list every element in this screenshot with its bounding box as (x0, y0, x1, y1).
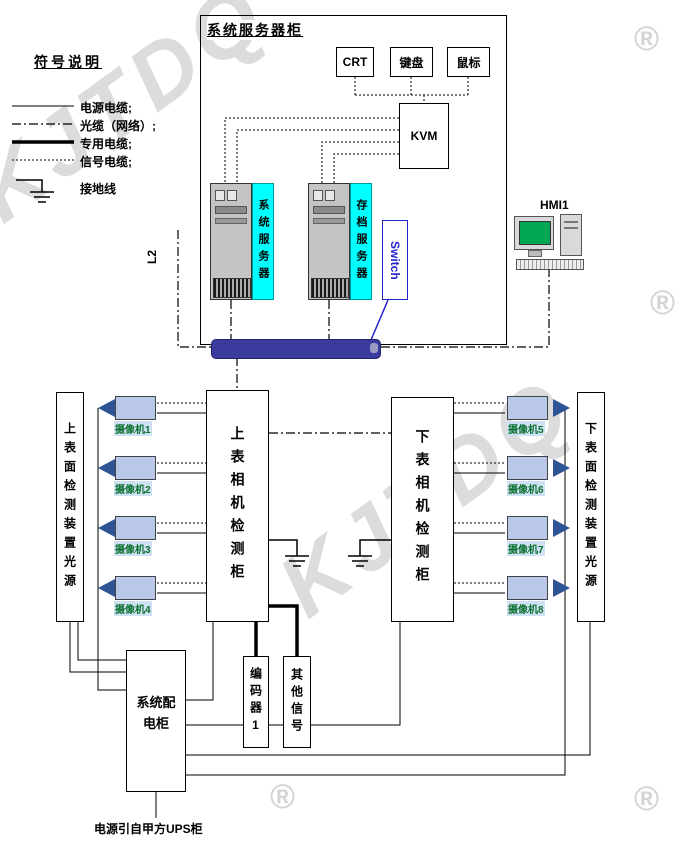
camera-4: 摄像机4 (98, 576, 162, 616)
camera-lens-icon (553, 399, 570, 417)
server-slot (215, 206, 247, 214)
lower-light-source-box: 下表面检测装置光源 (577, 392, 605, 622)
crt-box: CRT (336, 47, 374, 77)
drive-bay-icon (325, 190, 335, 201)
server-slot (215, 218, 247, 224)
registered-mark-icon: ® (270, 778, 296, 816)
upper-light-source-label: 上表面检测装置光源 (62, 421, 77, 593)
kvm-box: KVM (399, 103, 449, 169)
monitor-stand-icon (528, 250, 542, 257)
camera-1: 摄像机1 (98, 396, 162, 436)
camera-label: 摄像机3 (114, 541, 152, 556)
lower-camera-cabinet-label: 下表相机检测柜 (414, 429, 431, 590)
camera-label: 摄像机4 (114, 601, 152, 616)
keyboard-box: 键盘 (390, 47, 433, 77)
server-vent (213, 278, 251, 298)
tower-slot-icon (564, 227, 578, 229)
camera-2: 摄像机2 (98, 456, 162, 496)
camera-body-icon (115, 576, 156, 600)
registered-mark-icon: ® (634, 780, 660, 818)
camera-body-icon (507, 576, 548, 600)
camera-lens-icon (553, 519, 570, 537)
crt-label: CRT (342, 55, 368, 69)
switch-label: Switch (388, 240, 402, 280)
system-server-label: 系统服务器 (257, 199, 269, 284)
camera-7: 摄像机7 (505, 516, 570, 556)
kvm-label: KVM (410, 129, 438, 143)
lower-camera-cabinet-box: 下表相机检测柜 (391, 397, 454, 622)
registered-mark-icon: ® (634, 20, 660, 58)
camera-body-icon (507, 396, 548, 420)
camera-label: 摄像机5 (507, 421, 545, 436)
camera-5: 摄像机5 (505, 396, 570, 436)
encoder-box: 编码器1 (243, 656, 269, 748)
camera-lens-icon (98, 459, 115, 477)
camera-3: 摄像机3 (98, 516, 162, 556)
system-server: 系统服务器 (210, 183, 274, 300)
legend-item-dedicated: 专用电缆; (80, 137, 132, 151)
keyboard-label: 键盘 (399, 55, 424, 70)
encoder-label: 编码器1 (248, 667, 263, 737)
camera-label: 摄像机8 (507, 601, 545, 616)
hmi-workstation-icon (514, 212, 588, 270)
camera-label: 摄像机1 (114, 421, 152, 436)
server-slot (313, 218, 345, 224)
ups-source-note: 电源引自甲方UPS柜 (94, 822, 203, 836)
lower-light-source-label: 下表面检测装置光源 (583, 421, 598, 593)
upper-light-source-box: 上表面检测装置光源 (56, 392, 84, 622)
drive-bay-icon (215, 190, 225, 201)
upper-camera-cabinet-box: 上表相机检测柜 (206, 390, 269, 622)
network-switch-bar (211, 339, 381, 359)
upper-camera-cabinet-label: 上表相机检测柜 (229, 425, 246, 587)
pc-tower-icon (560, 214, 582, 256)
legend-item-ground: 接地线 (80, 182, 117, 196)
camera-body-icon (115, 396, 156, 420)
server-cabinet-title: 系统服务器柜 (207, 20, 303, 40)
drive-bay-icon (227, 190, 237, 201)
registered-mark-icon: ® (650, 284, 676, 322)
legend-item-signal: 信号电缆; (80, 155, 132, 169)
camera-label: 摄像机6 (507, 481, 545, 496)
camera-body-icon (507, 456, 548, 480)
mouse-box: 鼠标 (447, 47, 490, 77)
archive-server: 存档服务器 (308, 183, 372, 300)
camera-6: 摄像机6 (505, 456, 570, 496)
other-signal-box: 其他信号 (283, 656, 311, 748)
monitor-icon (514, 216, 554, 250)
camera-body-icon (115, 456, 156, 480)
hmi-label: HMI1 (540, 198, 569, 212)
server-vent (311, 278, 349, 298)
camera-lens-icon (98, 579, 115, 597)
l2-label: L2 (145, 249, 160, 265)
server-slot (313, 206, 345, 214)
server-name-strip: 系统服务器 (252, 183, 274, 300)
camera-lens-icon (98, 519, 115, 537)
camera-label: 摄像机2 (114, 481, 152, 496)
drive-bay-icon (313, 190, 323, 201)
server-name-strip: 存档服务器 (350, 183, 372, 300)
switch-callout: Switch (382, 220, 408, 300)
switch-port-icon (370, 343, 378, 353)
distribution-cabinet-label: 系统配电柜 (136, 695, 176, 731)
camera-lens-icon (553, 459, 570, 477)
camera-label: 摄像机7 (507, 541, 545, 556)
camera-body-icon (115, 516, 156, 540)
camera-8: 摄像机8 (505, 576, 570, 616)
camera-lens-icon (553, 579, 570, 597)
server-chassis (308, 183, 350, 300)
legend-item-power: 电源电缆; (80, 101, 132, 115)
legend-title: 符号说明 (34, 54, 102, 70)
tower-slot-icon (564, 221, 578, 223)
legend-item-optic: 光缆（网络）; (80, 119, 156, 133)
camera-body-icon (507, 516, 548, 540)
keyboard-icon (516, 259, 584, 270)
distribution-cabinet-box: 系统配电柜 (126, 650, 186, 792)
archive-server-label: 存档服务器 (355, 199, 367, 284)
screen-icon (519, 221, 551, 245)
other-signal-label: 其他信号 (289, 668, 304, 736)
camera-lens-icon (98, 399, 115, 417)
mouse-label: 鼠标 (456, 55, 481, 70)
server-chassis (210, 183, 252, 300)
